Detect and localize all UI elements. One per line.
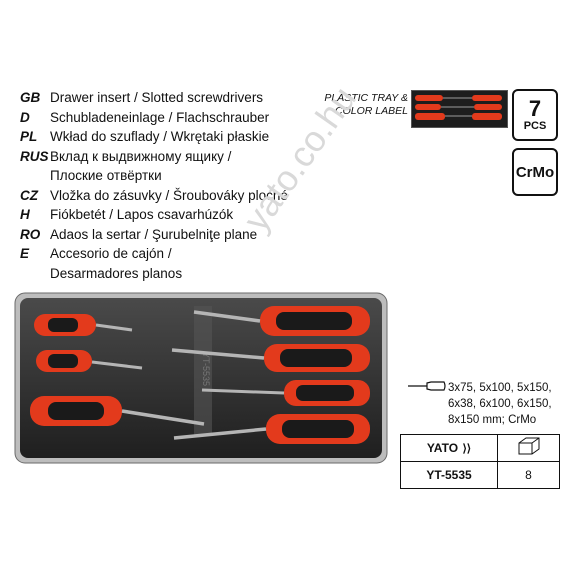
lang-text: Плоские отвёртки: [50, 168, 162, 183]
tray-thumbnail-image: [411, 90, 508, 128]
model-cell: YT-5535: [400, 461, 498, 489]
lang-row: PL Wkład do szuflady / Wkrętaki płaskie: [20, 127, 320, 147]
piece-unit: PCS: [523, 120, 547, 132]
model-number: YT-5535: [426, 468, 472, 482]
piece-count-badge: 7 PCS: [512, 89, 558, 141]
product-info-table: YATO ⟩⟩ YT-5535 8: [400, 434, 560, 489]
lang-code: CZ: [20, 187, 38, 203]
plastic-tray-label: PLASTIC TRAY & COLOR LABEL: [324, 92, 408, 117]
piece-count: 7: [528, 96, 542, 121]
box-icon: [518, 437, 539, 454]
lang-code: RO: [20, 226, 41, 242]
lang-text: Вклад к выдвижному ящику /: [50, 148, 232, 164]
lang-text: Drawer insert / Slotted screwdrivers: [50, 90, 264, 105]
screwdriver-tray-image: YT-5535: [14, 292, 388, 464]
lang-row: Desarmadores planos: [20, 264, 320, 284]
lang-code: GB: [20, 90, 41, 105]
spec-sizes: 3x75, 5x100, 5x150, 6x38, 6x100, 6x150, …: [448, 382, 552, 426]
lang-code: PL: [20, 129, 38, 144]
brand-cell: YATO ⟩⟩: [400, 434, 498, 462]
brand-mark-icon: ⟩⟩: [462, 443, 472, 455]
lang-text: Wkład do szuflady / Wkrętaki płaskie: [50, 129, 270, 144]
lang-row: H Fiókbetét / Lapos csavarhúzók: [20, 205, 320, 225]
lang-text: Desarmadores planos: [50, 265, 183, 281]
screwdriver-left-3: [30, 396, 205, 426]
screwdriver-left-1: [34, 314, 133, 336]
lang-row: E Accesorio de cajón /: [20, 244, 320, 264]
screwdriver-right-4: [173, 414, 370, 444]
screwdriver-right-1: [193, 306, 370, 336]
lang-code: H: [20, 207, 30, 222]
lang-code: E: [20, 246, 30, 261]
material-badge: CrMo: [512, 148, 558, 196]
screwdriver-right-3: [201, 380, 370, 406]
lang-row: GB Drawer insert / Slotted screwdrivers: [20, 88, 320, 108]
lang-row: CZ Vložka do zásuvky / Šroubováky ploché: [20, 186, 320, 206]
lang-text: Fiókbetét / Lapos csavarhúzók: [50, 207, 234, 222]
lang-code: RUS: [20, 148, 49, 164]
lang-row: RO Adaos la sertar / Şurubelniţe plane: [20, 225, 320, 245]
lang-code: D: [20, 109, 30, 125]
lang-text: Adaos la sertar / Şurubelniţe plane: [50, 226, 258, 242]
package-cell: [497, 434, 560, 462]
package-quantity: 8: [525, 468, 532, 482]
lang-row: Плоские отвёртки: [20, 166, 320, 186]
brand-logo: YATO: [426, 441, 459, 455]
lang-text: Vložka do zásuvky / Šroubováky ploché: [50, 187, 288, 203]
language-list: GB Drawer insert / Slotted screwdrivers D…: [20, 88, 320, 283]
screwdriver-right-2: [171, 344, 370, 372]
quantity-cell: 8: [497, 461, 560, 489]
tray-imprint: YT-5535: [201, 352, 211, 386]
screwdriver-left-2: [36, 350, 143, 372]
lang-row: D Schubladeneinlage / Flachschrauber: [20, 108, 320, 128]
screwdriver-icon: [408, 381, 446, 391]
lang-text: Accesorio de cajón /: [50, 246, 172, 261]
lang-text: Schubladeneinlage / Flachschrauber: [50, 109, 270, 125]
